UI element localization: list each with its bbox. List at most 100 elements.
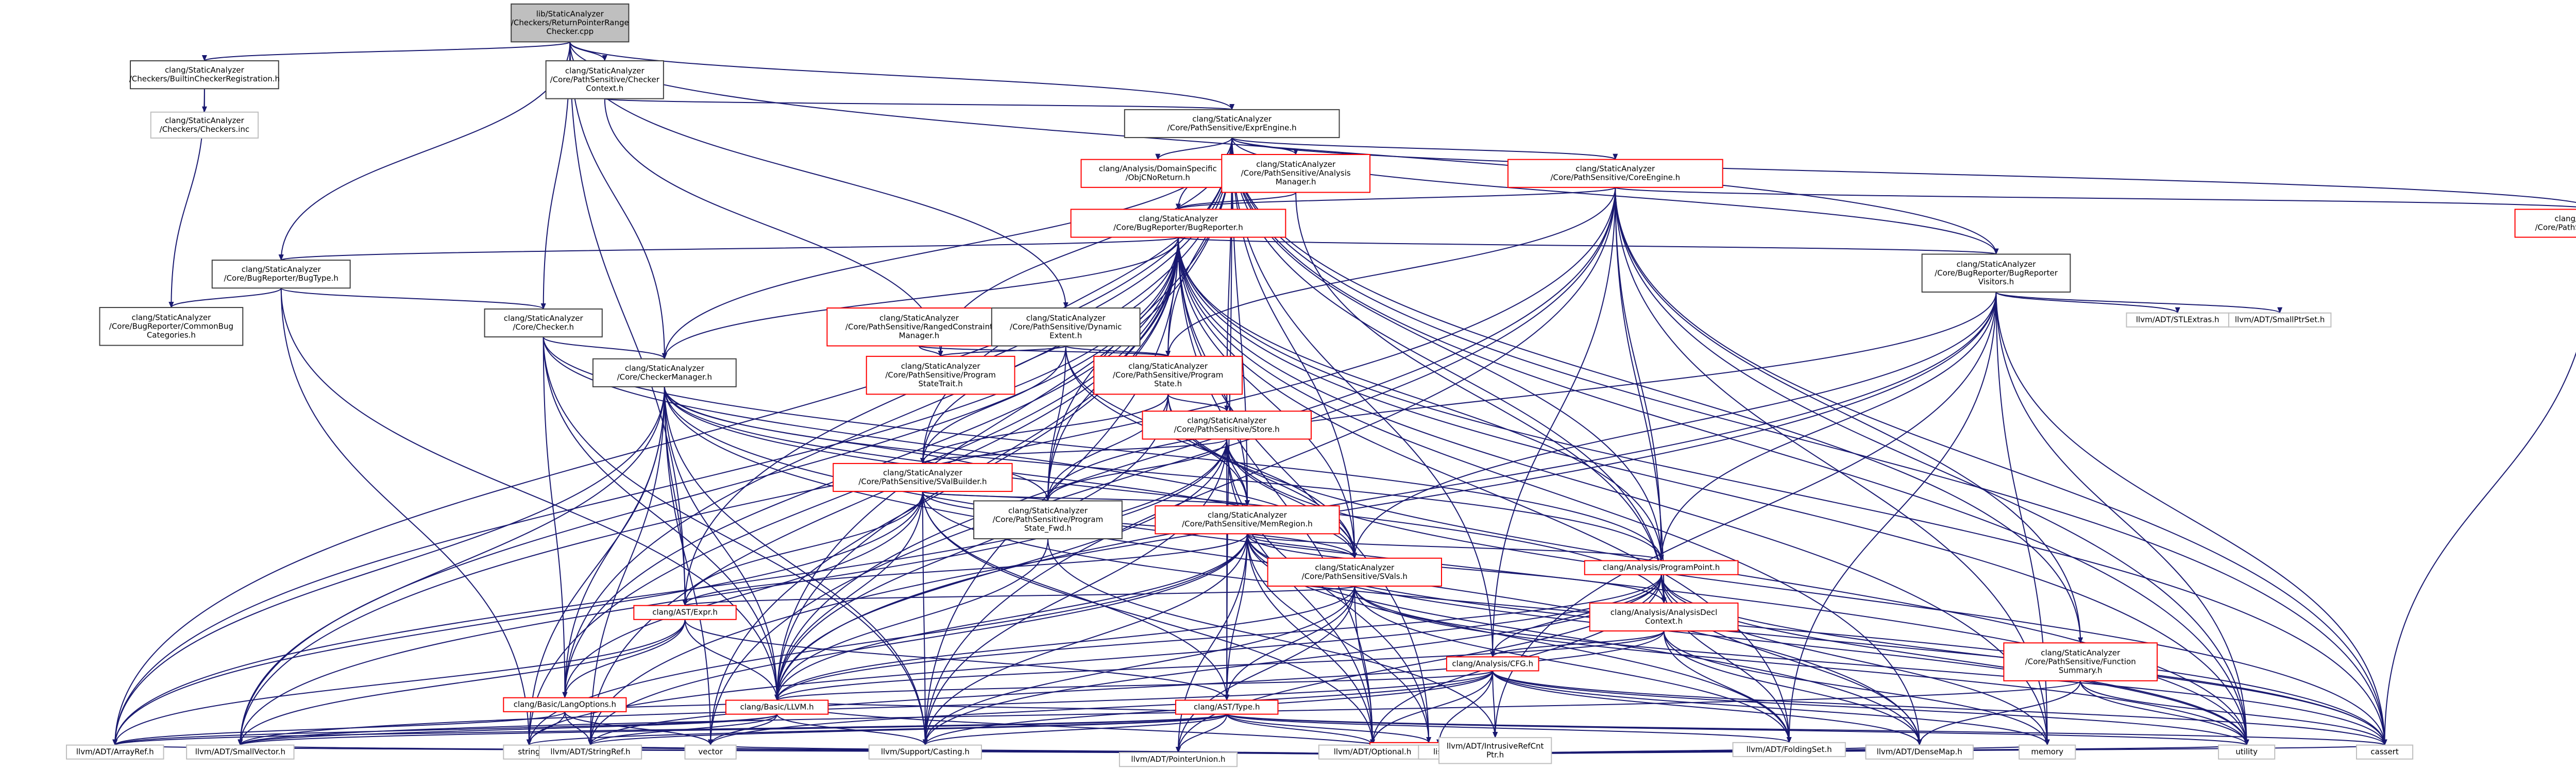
node-dense_map: llvm/ADT/DenseMap.h: [1865, 744, 1974, 760]
edge-ranged_constraint-to-program_state: [918, 345, 1171, 357]
node-label-line: /Checkers/ReturnPointerRange: [511, 18, 629, 27]
edge-lang_options-to-vector: [564, 711, 714, 746]
edge-bug_type-to-common_bug_cat: [168, 287, 282, 309]
node-label-line: /Core/Checker.h: [513, 322, 574, 332]
node-label-line: /Core/PathSensitive/MemRegion.h: [1182, 519, 1313, 528]
node-expr_engine[interactable]: clang/StaticAnalyzer/Core/PathSensitive/…: [1124, 109, 1340, 139]
node-core_engine[interactable]: clang/StaticAnalyzer/Core/PathSensitive/…: [1507, 159, 1723, 188]
node-sval_builder[interactable]: clang/StaticAnalyzer/Core/PathSensitive/…: [833, 463, 1013, 492]
node-checker_ctx[interactable]: clang/StaticAnalyzer/Core/PathSensitive/…: [545, 60, 664, 99]
node-label-line: llvm/ADT/SmallPtrSet.h: [2235, 315, 2325, 324]
edge-checker_mgr-to-lang_options: [562, 386, 665, 698]
edge-bug_reporter-to-utility: [1177, 237, 2249, 746]
node-label-line: lib/StaticAnalyzer: [536, 9, 604, 19]
edge-expr_engine-to-cassert: [1231, 138, 2387, 746]
node-dynamic_extent[interactable]: clang/StaticAnalyzer/Core/PathSensitive/…: [991, 307, 1141, 347]
node-label-line: Manager.h: [899, 331, 940, 340]
edge-checker_mgr-to-expr_h: [664, 386, 688, 606]
node-label-line: memory: [2031, 747, 2063, 757]
node-label-line: clang/StaticAnalyzer: [1192, 114, 1272, 124]
node-program_state_trait[interactable]: clang/StaticAnalyzer/Core/PathSensitive/…: [866, 355, 1015, 395]
edge-checker_mgr-to-llvm_h: [664, 386, 780, 701]
node-label-line: llvm/ADT/IntrusiveRefCnt: [1447, 741, 1544, 750]
node-svals[interactable]: clang/StaticAnalyzer/Core/PathSensitive/…: [1267, 557, 1442, 587]
node-box: [1093, 355, 1243, 395]
edge-svals-to-casting: [922, 586, 1355, 746]
edge-svals-to-utility: [1354, 586, 2249, 746]
node-type_h[interactable]: clang/AST/Type.h: [1175, 699, 1279, 715]
node-box: [538, 744, 642, 760]
node-store_h[interactable]: clang/StaticAnalyzer/Core/PathSensitive/…: [1142, 410, 1312, 440]
node-label-line: llvm/ADT/StringRef.h: [550, 747, 630, 757]
edge-analysis_decl_ctx-to-cfg_h: [1490, 630, 1665, 658]
node-checker_h[interactable]: clang/StaticAnalyzer/Core/Checker.h: [484, 308, 603, 338]
node-box: [973, 500, 1123, 540]
node-mem_region[interactable]: clang/StaticAnalyzer/Core/PathSensitive/…: [1155, 505, 1340, 535]
edge-llvm_h-to-string_ref: [588, 714, 778, 746]
edge-program_state-to-sval_builder: [920, 394, 1169, 464]
node-box: [1221, 153, 1371, 193]
node-common_bug_cat[interactable]: clang/StaticAnalyzer/Core/BugReporter/Co…: [99, 307, 244, 346]
node-builtin_reg[interactable]: clang/StaticAnalyzer/Checkers/BuiltinChe…: [129, 60, 280, 90]
node-label-line: /Core/BugReporter/BugReporter.h: [1113, 223, 1243, 232]
node-analysis_mgr[interactable]: clang/StaticAnalyzer/Core/PathSensitive/…: [1221, 153, 1371, 193]
node-lang_options[interactable]: clang/Basic/LangOptions.h: [503, 697, 627, 712]
node-label-line: clang/StaticAnalyzer: [625, 364, 705, 373]
node-label-line: llvm/ADT/DenseMap.h: [1877, 747, 1962, 757]
edge-bug_type-to-llvm_h: [280, 288, 780, 701]
node-label-line: llvm/ADT/PointerUnion.h: [1131, 755, 1225, 764]
node-bug_type[interactable]: clang/StaticAnalyzer/Core/BugReporter/Bu…: [211, 260, 351, 289]
edge-bug_type-to-string: [280, 288, 532, 746]
edge-bug_visitors-to-svals: [1352, 292, 1997, 559]
edge-store_h-to-optional: [1226, 439, 1376, 746]
node-box: [1921, 253, 2071, 293]
node-cfg_h[interactable]: clang/Analysis/CFG.h: [1446, 656, 1539, 672]
node-worklist[interactable]: clang/StaticAnalyzer/Core/PathSensitive/…: [2514, 209, 2576, 238]
node-llvm_h[interactable]: clang/Basic/LLVM.h: [725, 699, 829, 715]
edge-llvm_h-to-small_vector: [238, 713, 778, 746]
node-label-line: utility: [2235, 747, 2258, 757]
node-bug_reporter[interactable]: clang/StaticAnalyzer/Core/BugReporter/Bu…: [1070, 209, 1286, 238]
edge-checker_ctx-to-expr_engine: [604, 98, 1234, 110]
node-box: [65, 744, 164, 760]
node-label-line: clang/StaticAnalyzer: [1256, 160, 1336, 169]
node-label-line: State.h: [1154, 379, 1182, 388]
node-label-line: /ObjCNoReturn.h: [1126, 173, 1190, 182]
edge-cfg_h-to-list: [1436, 671, 1494, 746]
node-label-line: /Core/PathSensitive/ExprEngine.h: [1167, 123, 1297, 132]
node-label-line: clang/StaticAnalyzer: [1957, 260, 2037, 269]
edge-type_h-to-optional: [1226, 714, 1375, 746]
edge-program_point-to-llvm_h: [774, 574, 1662, 701]
node-label-line: /Core/PathSensitive/CoreEngine.h: [1551, 173, 1681, 182]
edge-store_h-to-diagnostic: [1226, 439, 1432, 743]
edge-svals-to-cassert: [1354, 586, 2387, 746]
edge-mem_region-to-string_ref: [588, 534, 1248, 746]
edge-type_h-to-small_vector: [238, 713, 1228, 746]
node-label-line: llvm/ADT/SmallVector.h: [195, 747, 285, 757]
edge-checker_h-to-llvm_h: [543, 337, 780, 701]
node-program_state[interactable]: clang/StaticAnalyzer/Core/PathSensitive/…: [1093, 355, 1243, 395]
node-bug_visitors[interactable]: clang/StaticAnalyzer/Core/BugReporter/Bu…: [1921, 253, 2071, 293]
edge-checker_mgr-to-array_ref: [112, 386, 665, 746]
edge-root-to-bug_type: [278, 42, 571, 261]
node-checker_mgr[interactable]: clang/StaticAnalyzer/Core/CheckerManager…: [592, 358, 737, 387]
node-label-line: clang/StaticAnalyzer: [1575, 164, 1655, 174]
edge-bug_visitors-to-intrusive_ref: [1493, 292, 1997, 739]
edge-dynamic_extent-to-sval_builder: [920, 346, 1066, 464]
edge-expr_h-to-type_h: [684, 619, 1230, 701]
edge-expr_engine-to-sval_builder: [920, 138, 1233, 464]
node-func_summary[interactable]: clang/StaticAnalyzer/Core/PathSensitive/…: [2003, 642, 2158, 681]
node-box: [1070, 209, 1286, 238]
edge-program_state_fwd-to-llvm_h: [774, 539, 1048, 701]
edge-bug_reporter-to-bug_type: [279, 236, 1179, 261]
node-ranged_constraint[interactable]: clang/StaticAnalyzer/Core/PathSensitive/…: [826, 307, 1012, 347]
edge-bug_reporter-to-diagnostic: [1177, 237, 1432, 743]
node-objc_noreturn[interactable]: clang/Analysis/DomainSpecific/ObjCNoRetu…: [1080, 159, 1235, 188]
node-expr_h[interactable]: clang/AST/Expr.h: [633, 605, 737, 620]
node-program_state_fwd[interactable]: clang/StaticAnalyzer/Core/PathSensitive/…: [973, 500, 1123, 540]
node-box: [1267, 557, 1442, 587]
node-cassert: cassert: [2355, 744, 2414, 760]
node-program_point[interactable]: clang/Analysis/ProgramPoint.h: [1584, 560, 1739, 575]
dependency-edges: [112, 41, 2576, 757]
